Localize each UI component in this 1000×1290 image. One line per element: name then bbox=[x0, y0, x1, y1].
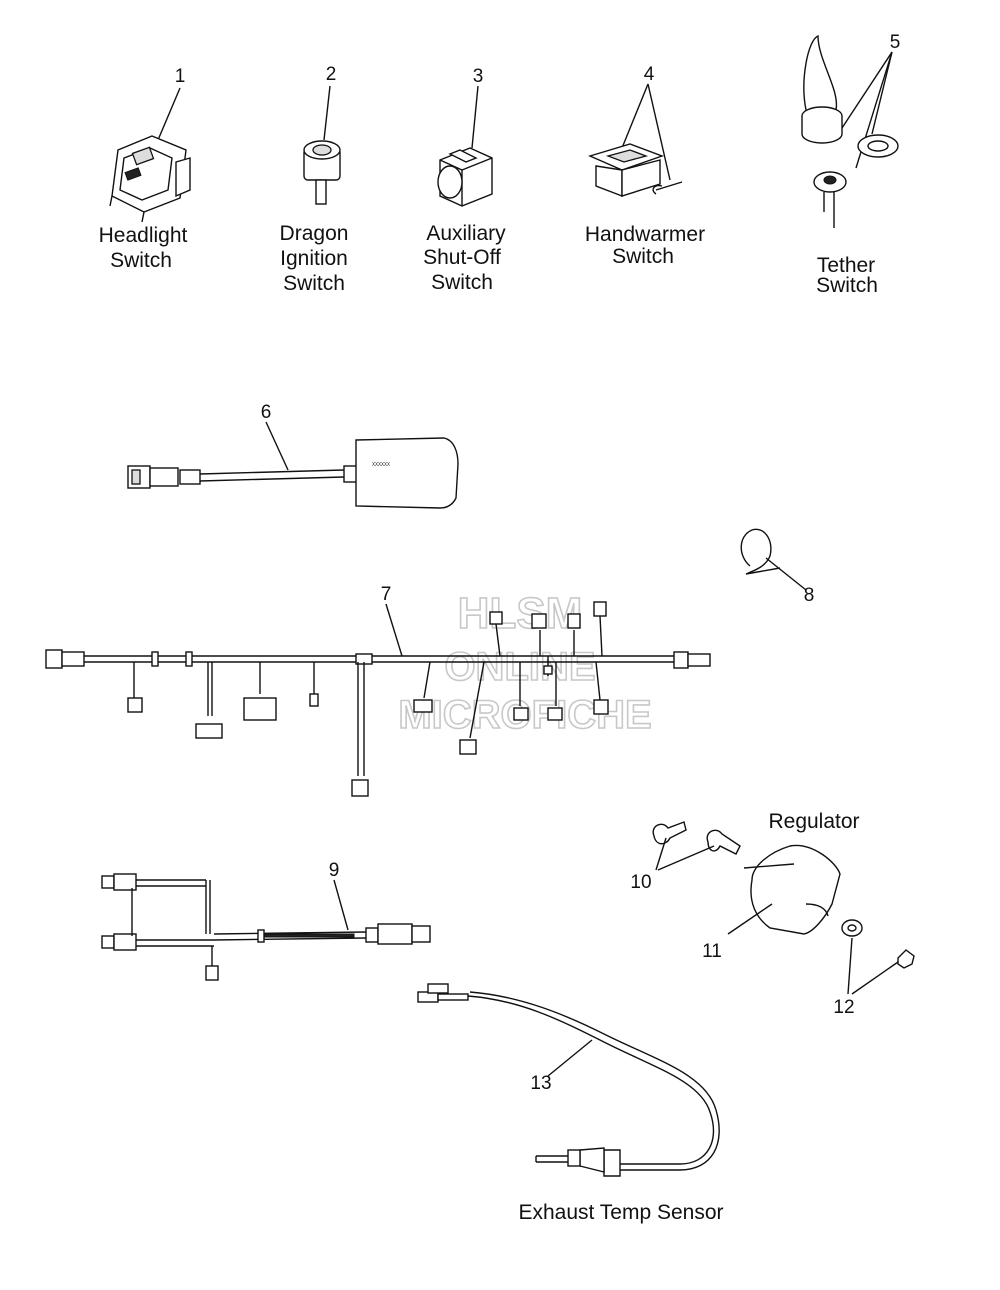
handwarmer-harness-drawing bbox=[101, 873, 431, 981]
headlight-label-line-1: Headlight bbox=[99, 224, 188, 247]
headlight-label-line-2: Switch bbox=[110, 249, 172, 272]
callout-9: 9 bbox=[329, 860, 340, 881]
exhaust-temp-sensor-label: Exhaust Temp Sensor bbox=[518, 1201, 723, 1224]
callout-5: 5 bbox=[890, 32, 901, 53]
auxiliary-label-line-3: Switch bbox=[431, 271, 493, 294]
callout-13: 13 bbox=[530, 1073, 551, 1094]
tether-label-line-2: Switch bbox=[816, 274, 878, 297]
callout-12: 12 bbox=[833, 997, 854, 1018]
module-harness-drawing: XXXXXX bbox=[127, 421, 459, 509]
main-harness-drawing bbox=[45, 601, 711, 797]
callout-3: 3 bbox=[473, 66, 484, 87]
cable-tie-drawing bbox=[740, 528, 807, 591]
callout-2: 2 bbox=[326, 64, 337, 85]
regulator-label: Regulator bbox=[768, 810, 859, 833]
auxiliary-label-line-2: Shut-Off bbox=[423, 246, 501, 269]
dragon-ignition-switch-drawing bbox=[303, 85, 341, 205]
dragon-label-line-1: Dragon bbox=[280, 222, 349, 245]
handwarmer-label-line-1: Handwarmer bbox=[585, 223, 705, 246]
callout-6: 6 bbox=[261, 402, 272, 423]
dragon-label-line-3: Switch bbox=[283, 272, 345, 295]
dragon-label-line-2: Ignition bbox=[280, 247, 348, 270]
callout-1: 1 bbox=[175, 66, 186, 87]
svg-text:XXXXXX: XXXXXX bbox=[372, 462, 390, 468]
callout-8: 8 bbox=[804, 585, 815, 606]
exhaust-temp-sensor-drawing bbox=[417, 983, 720, 1177]
callout-10: 10 bbox=[630, 872, 651, 893]
callout-7: 7 bbox=[381, 584, 392, 605]
auxiliary-label-line-1: Auxiliary bbox=[426, 222, 506, 245]
callout-4: 4 bbox=[644, 64, 655, 85]
headlight-switch-drawing bbox=[109, 87, 191, 223]
tether-switch-drawing bbox=[801, 34, 899, 228]
regulator-drawing bbox=[652, 821, 915, 995]
handwarmer-switch-drawing bbox=[587, 83, 683, 198]
callout-11: 11 bbox=[702, 941, 722, 962]
tether-label-line-1: Tether bbox=[817, 254, 875, 277]
watermark-line-1: HLSM bbox=[458, 589, 583, 638]
handwarmer-label-line-2: Switch bbox=[612, 245, 674, 268]
auxiliary-shutoff-switch-drawing bbox=[437, 85, 493, 207]
